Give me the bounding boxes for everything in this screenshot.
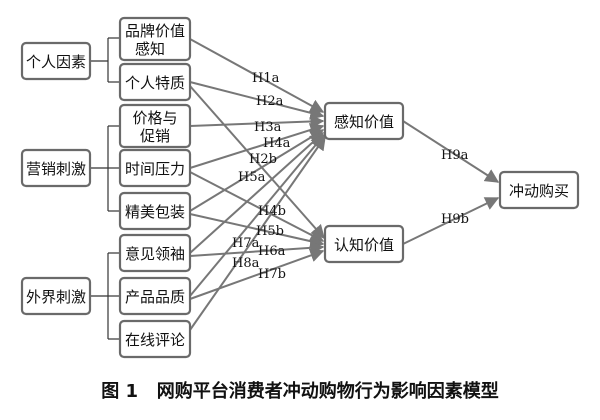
node-zaixian-pinglun: 在线评论 [118, 319, 192, 359]
bracket-waijie [90, 252, 120, 340]
edge-shijian-ganzhi [189, 123, 325, 169]
svg-text:精美包装: 精美包装 [125, 203, 185, 221]
node-renzhi-jiazhi: 认知价值 [323, 224, 405, 264]
svg-text:冲动购买: 冲动购买 [509, 182, 569, 200]
svg-text:促销: 促销 [140, 127, 170, 145]
bracket-yingxiao [90, 125, 120, 212]
edge-yijian-ganzhi [189, 132, 325, 254]
edge-renzhi-chongdong [402, 197, 500, 245]
edge-shijian-renzhi [189, 171, 325, 242]
svg-text:营销刺激: 营销刺激 [26, 160, 86, 178]
edge-geren-renzhi [189, 85, 325, 240]
label-h4b: H4b [258, 204, 286, 219]
node-jiage-cuxiao: 价格与 促销 [118, 103, 192, 149]
label-h1a: H1a [252, 71, 280, 86]
edge-ganzhi-chongdong [402, 120, 500, 183]
svg-text:感知: 感知 [135, 40, 165, 58]
hypothesis-labels: H1a H2a H3a H4a H2b H5a H4b H5b H7a H6a … [232, 71, 469, 282]
edge-jingmei-renzhi [189, 213, 325, 249]
svg-text:品牌价值: 品牌价值 [125, 22, 185, 40]
label-h3a: H3a [254, 120, 282, 135]
edge-pinpai-ganzhi [189, 38, 325, 113]
svg-text:在线评论: 在线评论 [125, 331, 185, 349]
edge-jiage-ganzhi [189, 114, 325, 129]
edge-chanpin-ganzhi [189, 133, 325, 297]
svg-text:意见领袖: 意见领袖 [125, 245, 185, 263]
label-h9a: H9a [441, 148, 469, 163]
node-geren-tezhi: 个人特质 [118, 62, 192, 102]
svg-text:认知价值: 认知价值 [334, 236, 394, 254]
svg-text:感知价值: 感知价值 [334, 113, 394, 131]
node-geren-yinsu: 个人因素 [20, 41, 92, 81]
edge-geren-ganzhi [189, 81, 325, 120]
edges [189, 38, 500, 331]
edge-yijian-renzhi [189, 240, 325, 257]
node-yijian-lingxiu: 意见领袖 [118, 233, 192, 273]
label-h5a: H5a [238, 170, 266, 185]
node-shijian-yali: 时间压力 [118, 148, 192, 188]
node-chongdong-goumai: 冲动购买 [498, 170, 580, 210]
bracket-geren [90, 37, 120, 83]
label-h4a: H4a [263, 136, 291, 151]
edge-jingmei-ganzhi [189, 129, 325, 212]
svg-text:个人特质: 个人特质 [125, 74, 185, 92]
label-h2b: H2b [249, 152, 277, 167]
node-chanpin-pinzhi: 产品品质 [118, 276, 192, 316]
edge-chanpin-renzhi [189, 248, 325, 300]
node-ganzhi-jiazhi: 感知价值 [323, 101, 405, 141]
label-h9b: H9b [441, 212, 469, 227]
node-yingxiao-ciji: 营销刺激 [20, 148, 92, 188]
svg-text:价格与: 价格与 [132, 109, 177, 127]
label-h8a: H8a [232, 256, 260, 271]
node-waijie-ciji: 外界刺激 [20, 276, 92, 316]
label-h7a: H7a [232, 236, 260, 251]
svg-text:产品品质: 产品品质 [125, 288, 185, 306]
node-pinpai-jiazhi: 品牌价值 感知 [118, 16, 192, 62]
node-jingmei-baozhuang: 精美包装 [118, 191, 192, 231]
label-h7b: H7b [258, 267, 286, 282]
label-h5b: H5b [256, 224, 284, 239]
label-h6a: H6a [258, 244, 286, 259]
svg-text:时间压力: 时间压力 [125, 160, 185, 178]
svg-text:外界刺激: 外界刺激 [26, 288, 86, 306]
figure-caption: 图 1 网购平台消费者冲动购物行为影响因素模型 [101, 380, 499, 402]
edge-zaixian-ganzhi [189, 135, 326, 331]
svg-text:个人因素: 个人因素 [26, 53, 86, 71]
label-h2a: H2a [256, 94, 284, 109]
